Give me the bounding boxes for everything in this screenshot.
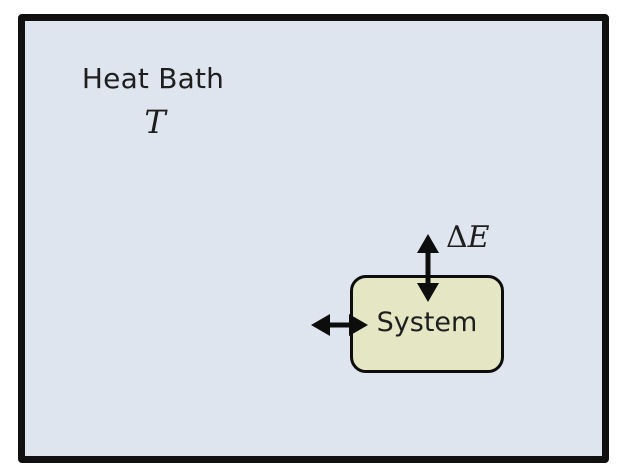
heat-bath-title: Heat Bath <box>81 62 225 95</box>
delta-e-label: ΔE <box>446 220 490 255</box>
delta-symbol: Δ <box>446 220 468 255</box>
vertical-double-arrow-icon <box>417 234 439 302</box>
system-label: System <box>376 307 478 338</box>
energy-symbol: E <box>467 220 490 255</box>
horizontal-double-arrow-icon <box>311 314 368 336</box>
heat-bath-temperature: T <box>144 103 166 141</box>
heat-bath-box <box>18 14 609 463</box>
